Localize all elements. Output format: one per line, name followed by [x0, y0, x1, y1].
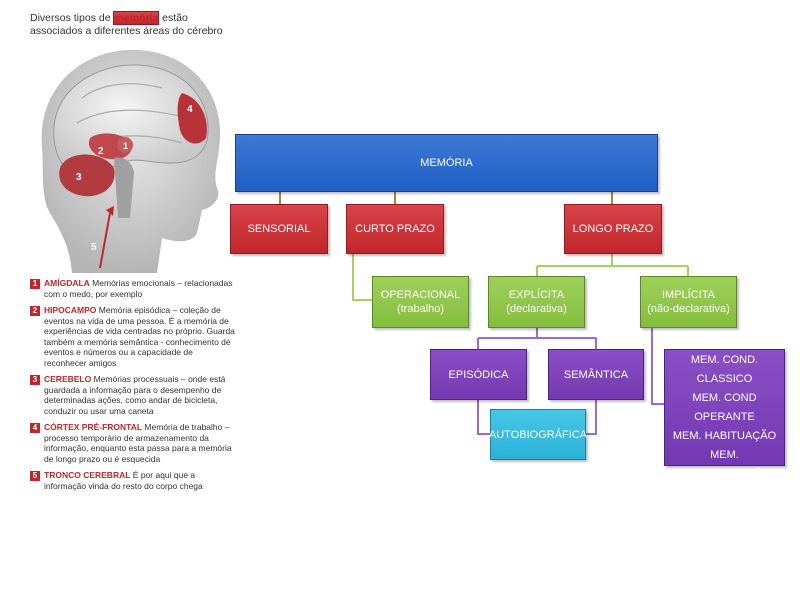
node-label: CURTO PRAZO — [355, 222, 435, 236]
node-sublabel: (declarativa) — [506, 302, 567, 316]
node-operacional: OPERACIONAL (trabalho) — [372, 276, 469, 328]
node-label: SEMÂNTICA — [564, 368, 628, 382]
node-longo-prazo: LONGO PRAZO — [564, 204, 662, 254]
connector-line — [478, 328, 596, 349]
node-label: IMPLÍCITA — [662, 288, 715, 302]
implicit-item-procedimento: PROCEDIMENTO — [680, 332, 770, 351]
node-sensorial: SENSORIAL — [230, 204, 328, 254]
connector-line — [537, 254, 688, 276]
node-implicita: IMPLÍCITA (não-declarativa) — [640, 276, 737, 328]
implicit-item-habituacao: MEM. HABITUAÇÃO — [673, 427, 776, 446]
implicit-item-cond-classico: MEM. COND. CLASSICO — [665, 351, 784, 389]
node-curto-prazo: CURTO PRAZO — [346, 204, 444, 254]
node-autobiografica: AUTOBIOGRÁFICA — [490, 409, 586, 460]
node-label: EPISÓDICA — [449, 368, 509, 382]
node-label: MEMÓRIA — [420, 156, 473, 170]
implicit-item-cond-operante: MEM. COND OPERANTE — [665, 389, 784, 427]
node-semantica: SEMÂNTICA — [548, 349, 644, 400]
node-sublabel: (trabalho) — [397, 302, 444, 316]
implicit-item-sensibilizacao: MEM. SENSIBILIZAÇÃO — [665, 446, 784, 484]
node-label: SENSORIAL — [248, 222, 311, 236]
node-episodica: EPISÓDICA — [430, 349, 527, 400]
node-implicit-types: PROCEDIMENTO MEM. COND. CLASSICO MEM. CO… — [664, 349, 785, 466]
node-label: AUTOBIOGRÁFICA — [489, 428, 587, 442]
node-memoria: MEMÓRIA — [235, 134, 658, 192]
node-label: OPERACIONAL — [381, 288, 460, 302]
node-sublabel: (não-declarativa) — [647, 302, 730, 316]
node-label: EXPLÍCITA — [509, 288, 564, 302]
connector-line — [353, 254, 372, 300]
node-label: LONGO PRAZO — [573, 222, 654, 236]
node-explicita: EXPLÍCITA (declarativa) — [488, 276, 585, 328]
